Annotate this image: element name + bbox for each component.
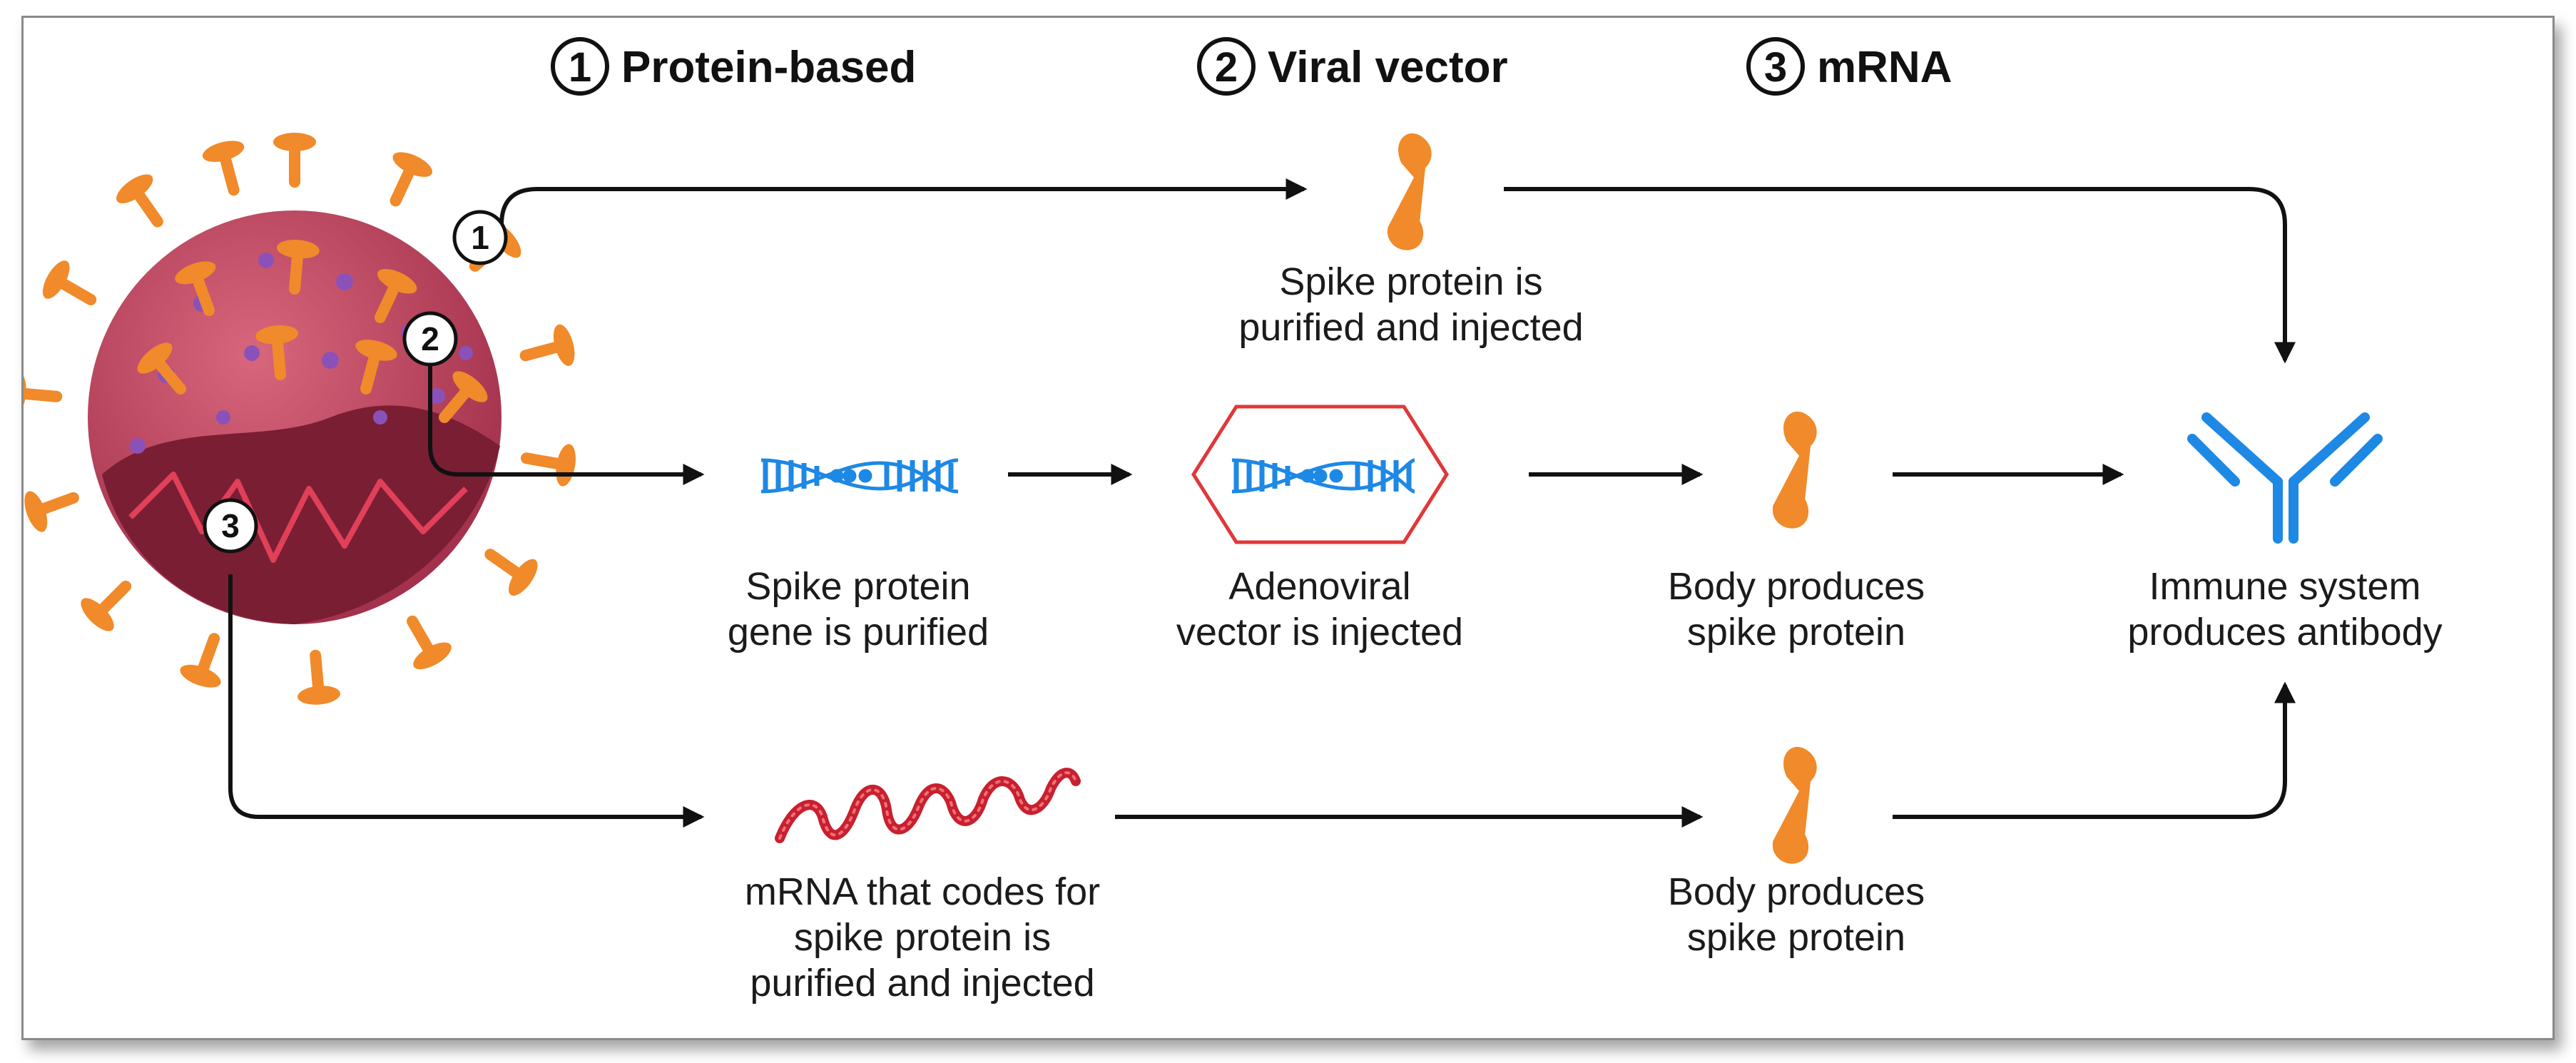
legend-label-viral-vector: Viral vector xyxy=(1268,43,1508,92)
legend-viral: 2 Viral vector xyxy=(1197,37,1508,96)
mrna-strand-icon xyxy=(775,768,1081,843)
svg-text:purified and injected: purified and injected xyxy=(750,962,1094,1004)
path-marker-1: 1 xyxy=(452,210,508,265)
label-immune: Immune system produces antibody xyxy=(2127,565,2442,653)
path-marker-3: 3 xyxy=(203,498,258,554)
legend-label-protein-based: Protein-based xyxy=(621,43,916,92)
virus-icon xyxy=(24,133,579,706)
svg-text:Body produces: Body produces xyxy=(1668,565,1925,608)
vaccine-types-diagram: 1 Protein-based 2 Viral vector 3 mRNA xyxy=(24,37,2443,1004)
dna-icon xyxy=(760,458,959,494)
spike-protein-icon xyxy=(1751,407,1841,534)
svg-text:vector is injected: vector is injected xyxy=(1176,611,1463,653)
svg-text:Spike protein: Spike protein xyxy=(745,565,970,608)
svg-text:3: 3 xyxy=(221,507,240,544)
label-spike-purified: Spike protein is purified and injected xyxy=(1238,260,1583,349)
svg-text:gene is purified: gene is purified xyxy=(728,611,989,653)
legend-number-circle xyxy=(1197,37,1256,96)
svg-text:produces antibody: produces antibody xyxy=(2127,611,2442,653)
spike-protein-icon xyxy=(1365,129,1456,255)
legend-protein: 1 Protein-based xyxy=(551,37,916,96)
diagram-frame: 1 Protein-based 2 Viral vector 3 mRNA xyxy=(21,16,2555,1040)
legend-number: 1 xyxy=(569,44,591,91)
label-gene-purified: Spike protein gene is purified xyxy=(728,565,989,653)
spike-protein-icon xyxy=(1751,743,1841,869)
legend-number: 2 xyxy=(1215,44,1238,91)
svg-text:mRNA that codes for: mRNA that codes for xyxy=(745,870,1100,913)
legend-number: 3 xyxy=(1764,44,1787,91)
legend-number-circle xyxy=(1746,37,1805,96)
label-mrna-codes: mRNA that codes for spike protein is pur… xyxy=(745,870,1100,1004)
arrow-virus-to-mrna xyxy=(228,574,705,828)
legend-number-circle xyxy=(551,37,609,96)
label-body-produces-2: Body produces spike protein xyxy=(1668,870,1925,959)
svg-text:Spike protein is: Spike protein is xyxy=(1279,260,1542,303)
svg-text:2: 2 xyxy=(421,320,439,357)
legend-mrna: 3 mRNA xyxy=(1746,37,1952,96)
label-adenoviral: Adenoviral vector is injected xyxy=(1176,565,1463,653)
svg-text:spike protein: spike protein xyxy=(1687,611,1905,653)
svg-text:1: 1 xyxy=(471,219,489,256)
label-body-produces-1: Body produces spike protein xyxy=(1668,565,1925,653)
path-marker-2: 2 xyxy=(402,311,458,367)
dna-icon xyxy=(1231,458,1415,494)
legend: 1 Protein-based 2 Viral vector 3 mRNA xyxy=(551,37,1952,96)
svg-text:spike protein: spike protein xyxy=(1687,916,1905,959)
svg-text:Adenoviral: Adenoviral xyxy=(1228,565,1410,608)
svg-text:purified and injected: purified and injected xyxy=(1238,306,1583,349)
svg-text:Immune system: Immune system xyxy=(2149,565,2420,608)
arrow-spike-to-antibody xyxy=(1504,187,2296,364)
antibody-icon xyxy=(2187,412,2383,544)
adenovirus-hexagon-icon xyxy=(1191,405,1449,544)
arrow-virus-to-gene xyxy=(428,353,705,485)
legend-label-mrna: mRNA xyxy=(1817,43,1952,92)
svg-text:spike protein is: spike protein is xyxy=(794,916,1051,959)
arrow-spike-to-antibody xyxy=(1893,681,2296,819)
arrow-protein-to-spike xyxy=(499,178,1308,238)
svg-text:Body produces: Body produces xyxy=(1668,870,1925,913)
